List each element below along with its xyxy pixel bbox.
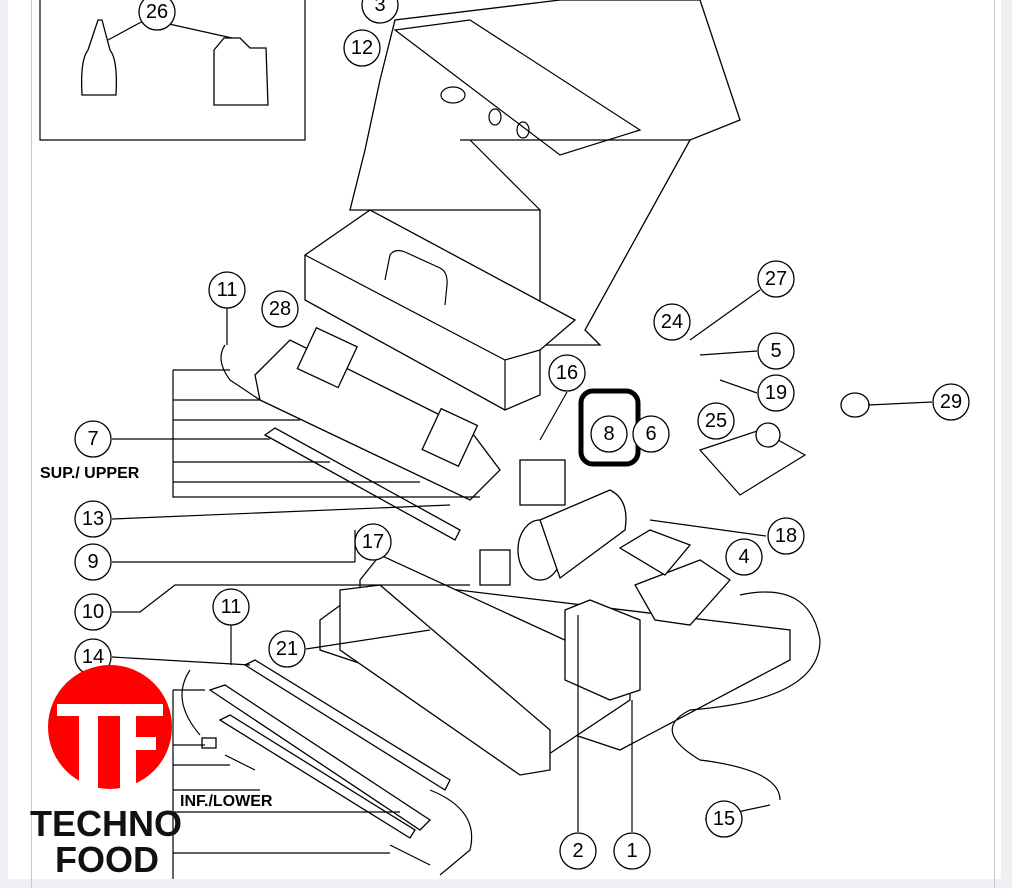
machine-cover — [349, 0, 741, 346]
callout-12: 12 — [343, 29, 381, 67]
relay-board — [618, 529, 692, 576]
callout-13: 13 — [74, 500, 112, 538]
control-board — [634, 559, 731, 626]
callout-11-upper: 11 — [208, 271, 246, 309]
callout-26: 26 — [138, 0, 176, 31]
transformer — [564, 599, 641, 701]
svg-text:TECHNO: TECHNO — [30, 803, 182, 844]
page-frame — [31, 0, 995, 888]
svg-text:29: 29 — [940, 391, 962, 413]
upper-section-label: SUP./ UPPER — [40, 465, 140, 482]
vacuum-lid — [304, 209, 577, 411]
svg-text:6: 6 — [645, 423, 656, 445]
lower-sealing-bar — [181, 659, 473, 876]
callout-8: 8 — [590, 415, 628, 453]
callout-28: 28 — [261, 290, 299, 328]
svg-text:25: 25 — [705, 410, 727, 432]
svg-text:5: 5 — [770, 340, 781, 362]
fuse-holder — [840, 392, 870, 418]
svg-text:19: 19 — [765, 382, 787, 404]
svg-text:9: 9 — [87, 551, 98, 573]
solenoid-valve — [519, 459, 566, 506]
callouts: 26 3 12 11 28 27 24 5 16 19 29 8 6 25 7 … — [74, 0, 970, 870]
svg-text:18: 18 — [775, 525, 797, 547]
callout-29: 29 — [932, 383, 970, 421]
power-module — [698, 429, 807, 496]
machine-base — [319, 392, 870, 801]
svg-text:4: 4 — [738, 546, 749, 568]
callout-7: 7 — [74, 420, 112, 458]
oil-canister — [213, 37, 269, 106]
callout-6: 6 — [632, 415, 670, 453]
svg-text:26: 26 — [146, 1, 168, 23]
callout-19: 19 — [757, 374, 795, 412]
svg-text:10: 10 — [82, 601, 104, 623]
svg-text:14: 14 — [82, 646, 104, 668]
oil-bottle-small — [80, 19, 118, 96]
svg-text:28: 28 — [269, 298, 291, 320]
svg-text:11: 11 — [221, 596, 242, 618]
svg-text:24: 24 — [661, 311, 683, 333]
callout-25: 25 — [697, 402, 735, 440]
callout-10: 10 — [74, 593, 112, 631]
callout-18: 18 — [767, 517, 805, 555]
svg-text:15: 15 — [713, 808, 735, 830]
callout-17: 17 — [354, 523, 392, 561]
callout-2: 2 — [559, 832, 597, 870]
callout-16: 16 — [548, 354, 586, 392]
lower-section-label: INF./LOWER — [180, 793, 273, 810]
callout-27: 27 — [757, 260, 795, 298]
callout-15: 15 — [705, 800, 743, 838]
svg-text:3: 3 — [374, 0, 385, 16]
svg-text:7: 7 — [87, 428, 98, 450]
svg-text:27: 27 — [765, 268, 787, 290]
callout-11-lower: 11 — [212, 588, 250, 626]
svg-text:13: 13 — [82, 508, 104, 530]
callout-1: 1 — [613, 832, 651, 870]
callout-24: 24 — [653, 303, 691, 341]
leader-lines — [111, 289, 933, 879]
callout-5: 5 — [757, 332, 795, 370]
svg-text:21: 21 — [276, 638, 298, 660]
valve — [479, 549, 511, 586]
callout-4: 4 — [725, 538, 763, 576]
svg-text:2: 2 — [572, 840, 583, 862]
svg-text:1: 1 — [626, 840, 637, 862]
techno-food-logo: TECHNO FOOD — [30, 665, 182, 879]
accessories-box — [39, 0, 306, 141]
callout-3: 3 — [361, 0, 399, 24]
callout-21: 21 — [268, 630, 306, 668]
svg-text:8: 8 — [603, 423, 614, 445]
svg-text:16: 16 — [556, 362, 578, 384]
callout-9: 9 — [74, 543, 112, 581]
svg-text:11: 11 — [217, 279, 238, 301]
svg-text:FOOD: FOOD — [55, 839, 159, 879]
svg-text:12: 12 — [351, 37, 373, 59]
svg-text:17: 17 — [362, 531, 384, 553]
